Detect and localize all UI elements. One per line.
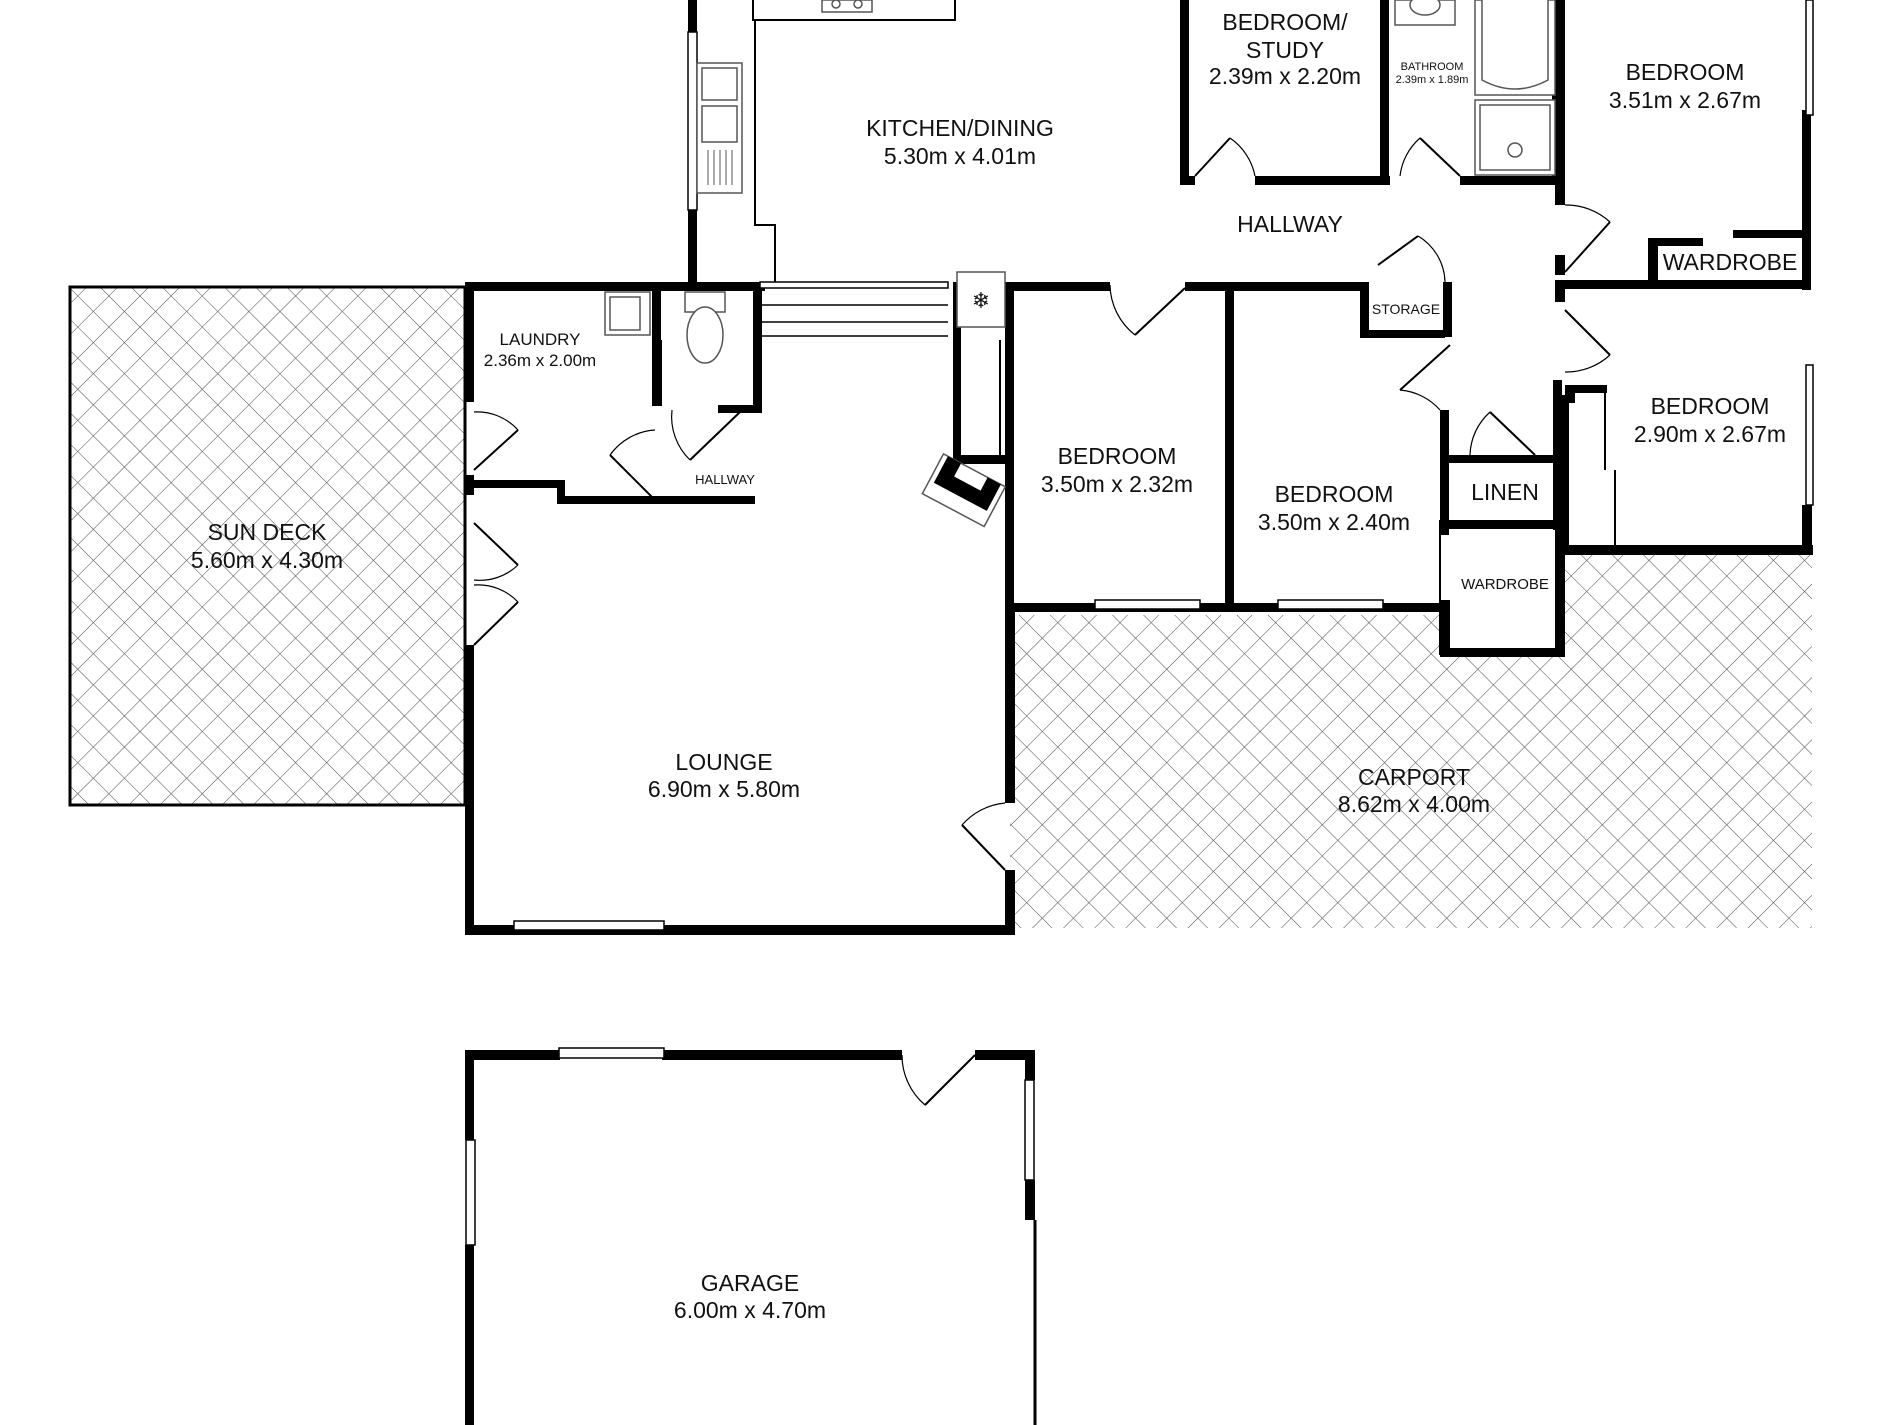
fixtures <box>604 0 1556 528</box>
bedroom-study-name-1: BEDROOM/ <box>1222 9 1348 35</box>
snowflake-icon: ❄ <box>972 288 990 313</box>
bedroom-ne-dims: 3.51m x 2.67m <box>1609 87 1761 113</box>
bathroom-name: BATHROOM <box>1401 61 1464 73</box>
bedroom-se-dims: 2.90m x 2.67m <box>1634 421 1786 447</box>
bedroom-2-dims: 3.50m x 2.32m <box>1041 471 1193 497</box>
kitchen-dims: 5.30m x 4.01m <box>884 143 1036 169</box>
bedroom-study-name-2: STUDY <box>1246 37 1324 63</box>
garage-name: GARAGE <box>701 1270 799 1296</box>
bedroom-se-name: BEDROOM <box>1651 393 1770 419</box>
laundry-name: LAUNDRY <box>500 330 581 349</box>
bathroom-dims: 2.39m x 1.89m <box>1396 74 1469 86</box>
hallway-main-name: HALLWAY <box>1237 211 1343 237</box>
lounge-name: LOUNGE <box>675 749 772 775</box>
partitions <box>752 0 1616 655</box>
bedroom-3-name: BEDROOM <box>1275 481 1394 507</box>
carport-area <box>1010 555 1812 928</box>
garage-dims: 6.00m x 4.70m <box>674 1297 826 1323</box>
sun-deck-dims: 5.60m x 4.30m <box>191 547 343 573</box>
room-labels: KITCHEN/DINING 5.30m x 4.01m BEDROOM/ ST… <box>191 9 1797 1323</box>
bedroom-3-dims: 3.50m x 2.40m <box>1258 509 1410 535</box>
storage-name: STORAGE <box>1372 301 1440 317</box>
wardrobe-ne-name: WARDROBE <box>1663 249 1798 275</box>
bedroom-ne-name: BEDROOM <box>1626 59 1745 85</box>
sun-deck-name: SUN DECK <box>208 519 328 545</box>
doors <box>473 137 1611 1106</box>
kitchen-name: KITCHEN/DINING <box>866 115 1054 141</box>
bedroom-study-dims: 2.39m x 2.20m <box>1209 63 1361 89</box>
bedroom-2-name: BEDROOM <box>1058 443 1177 469</box>
linen-name: LINEN <box>1471 479 1539 505</box>
windows <box>465 0 1814 1425</box>
laundry-dims: 2.36m x 2.00m <box>484 351 596 370</box>
wardrobe-s-name: WARDROBE <box>1461 576 1549 593</box>
sun-deck-area <box>68 285 467 807</box>
carport-name: CARPORT <box>1358 764 1470 790</box>
hallway-small-name: HALLWAY <box>695 472 755 487</box>
walls <box>465 0 1813 1425</box>
carport-dims: 8.62m x 4.00m <box>1338 791 1490 817</box>
lounge-dims: 6.90m x 5.80m <box>648 776 800 802</box>
